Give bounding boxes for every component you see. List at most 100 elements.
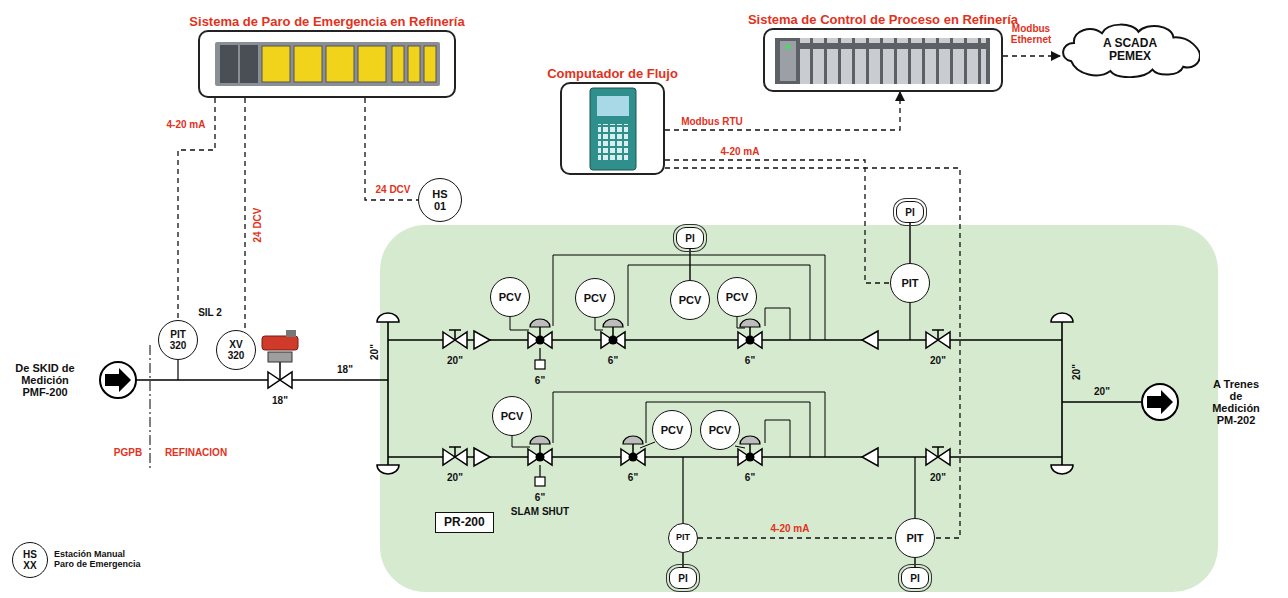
pipe-size-label: 20"	[1094, 386, 1110, 397]
signal-line	[244, 98, 245, 330]
system-hardware	[775, 38, 990, 84]
sensing-line	[510, 317, 529, 330]
system-hardware	[597, 96, 629, 116]
pipe-size-label: 6"	[628, 472, 638, 483]
valve-symbols	[738, 319, 762, 348]
instrument-tag: PIT	[901, 277, 918, 289]
pressure-control-valve: PCV	[717, 277, 757, 317]
system-hardware	[590, 88, 636, 170]
shutdown-valve-actuator	[279, 362, 281, 380]
valve-symbols	[862, 448, 878, 466]
signal-label: Modbus RTU	[681, 116, 743, 127]
instrument-tag: PCV	[679, 294, 702, 306]
sensing-line	[765, 308, 790, 340]
shutdown-valve-tag: XV 320	[216, 330, 256, 370]
boundary-line	[150, 345, 151, 470]
scada-cloud: A SCADA PEMEX	[1060, 22, 1200, 78]
signal-line	[698, 537, 895, 538]
system-hardware	[326, 46, 354, 82]
pipe-size-label: 18"	[337, 364, 353, 375]
pressure-transmitter: PIT 320	[158, 320, 198, 360]
instrument-line	[909, 223, 911, 263]
valve-symbols	[862, 331, 878, 349]
pressure-gauge: PI	[669, 567, 697, 589]
valve-symbols	[1142, 384, 1178, 420]
signal-label: Modbus Ethernet	[1006, 23, 1056, 45]
instrument-tag: XV 320	[228, 339, 245, 361]
instrument-tag: PCV	[499, 291, 522, 303]
system-hardware	[198, 30, 456, 98]
instrument-tag: A SCADA PEMEX	[1094, 37, 1166, 63]
pipe-line	[136, 379, 388, 381]
system-hardware	[392, 46, 404, 82]
system-cabinet: Sistema de Paro de Emergencia en Refiner…	[198, 30, 456, 98]
system-hardware	[560, 82, 665, 175]
instrument-tag: HS XX	[23, 549, 37, 571]
valve-symbols	[443, 447, 467, 465]
instrument-tag: PCV	[584, 292, 607, 304]
pipe-size-label: 6"	[535, 375, 545, 386]
valve-symbols	[1051, 313, 1073, 322]
signal-line	[178, 98, 215, 320]
system-hardware	[240, 45, 258, 83]
instrument-tap	[909, 303, 910, 340]
pipe-line	[136, 322, 1142, 465]
pipe-size-label: 6"	[608, 355, 618, 366]
valve-symbols	[100, 313, 1178, 474]
slam-shut-trip	[535, 477, 545, 486]
sensing-line	[765, 420, 790, 457]
pressure-gauge: PI	[901, 567, 929, 589]
pressure-gauge: PI	[676, 227, 704, 249]
pressure-control-valve: PCV	[490, 277, 530, 317]
sensing-line	[553, 392, 825, 457]
signal-label: 4-20 mA	[167, 119, 206, 130]
valve-symbols	[528, 436, 552, 465]
pipe-size-label: 20"	[447, 472, 463, 483]
pipe-size-label: SIL 2	[198, 307, 222, 318]
instrument-tag: HS 01	[432, 188, 447, 212]
pipe-size-label: REFINACION	[165, 447, 227, 458]
signal-line	[665, 168, 960, 538]
pressure-transmitter: PIT	[668, 523, 698, 553]
flow-note: De SKID de Medición PMF-200	[8, 362, 82, 398]
skid-ground	[380, 225, 1218, 592]
sensing-line	[646, 402, 810, 457]
system-heading: Sistema de Paro de Emergencia en Refiner…	[189, 15, 464, 29]
valve-symbols	[1051, 465, 1073, 474]
signal-line	[665, 92, 900, 130]
signal-label: 24 DCV	[375, 184, 410, 195]
shutdown-valve-actuator	[262, 330, 298, 388]
pipe-size-label: 20"	[369, 344, 380, 360]
valve-symbols	[738, 436, 762, 465]
valve-symbols	[621, 436, 645, 465]
boundary-line	[150, 345, 151, 470]
instrument-tag: PI	[678, 573, 687, 584]
cloud-outline	[1063, 25, 1200, 78]
instrument-tag: PI	[905, 207, 914, 218]
pressure-transmitter: PIT	[890, 263, 930, 303]
pipe-size-label: 6"	[535, 492, 545, 503]
system-hardware	[763, 28, 1003, 92]
system-hardware	[408, 46, 420, 82]
shutdown-valve-actuator	[262, 336, 298, 350]
pressure-gauge: PI	[896, 201, 924, 223]
system-hardware	[294, 46, 322, 82]
instrument-tap	[682, 457, 683, 523]
slam-shut-trip	[535, 360, 545, 369]
system-hardware	[358, 46, 386, 82]
valve-symbols	[601, 319, 625, 348]
pipe-size-label: 20"	[1071, 364, 1082, 380]
instrument-tag: PIT	[676, 533, 690, 543]
slam-shut-trip	[539, 465, 540, 477]
pipe-size-label: 18"	[272, 395, 288, 406]
pipe-size-label: 20"	[447, 355, 463, 366]
pipe-size-label: 6"	[745, 472, 755, 483]
instrument-tap	[178, 303, 915, 523]
valve-symbols	[100, 362, 136, 398]
skid-region: PR-200PCVPCVPCVPCVPIPITPCVPCVPCVPITPIPIT…	[380, 225, 1218, 592]
signal-label: 4-20 mA	[721, 146, 760, 157]
system-hardware	[786, 45, 791, 50]
